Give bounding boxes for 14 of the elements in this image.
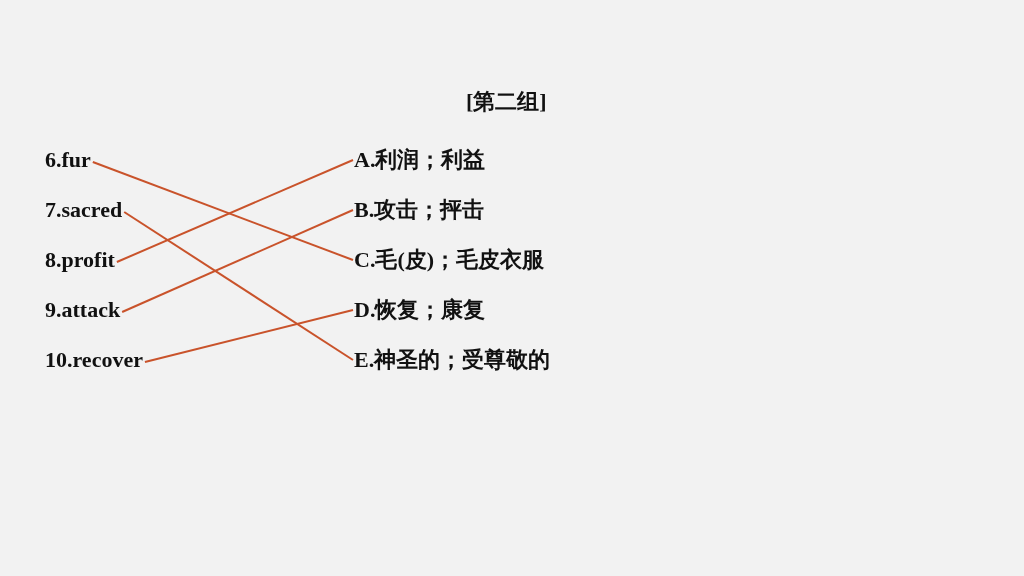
word-item: 6.fur	[45, 146, 91, 174]
meaning-item: B.攻击；抨击	[354, 196, 485, 224]
meaning-item: D.恢复；康复	[354, 296, 486, 324]
word-item: 10.recover	[45, 346, 143, 374]
connector-line	[143, 309, 354, 363]
word-item: 7.sacred	[45, 196, 123, 224]
connector-line	[123, 211, 354, 361]
word-item: 9.attack	[45, 296, 121, 324]
connector-line	[121, 209, 354, 313]
heading: [第二组]	[466, 88, 547, 116]
meaning-item: E.神圣的；受尊敬的	[354, 346, 551, 374]
meaning-item: A.利润；利益	[354, 146, 486, 174]
word-item: 8.profit	[45, 246, 115, 274]
meaning-item: C.毛(皮)；毛皮衣服	[354, 246, 545, 274]
